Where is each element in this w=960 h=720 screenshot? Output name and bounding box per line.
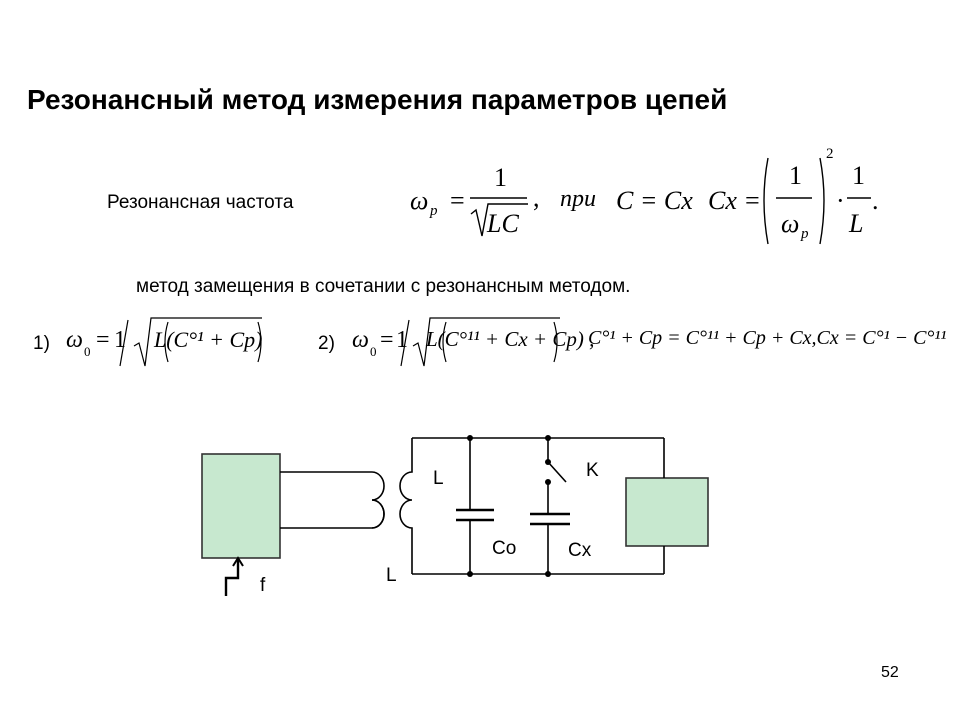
frequency-knob-arrowhead [232, 556, 244, 567]
inner-subscript-p: p [801, 226, 809, 242]
last-numerator-one: 1 [852, 161, 865, 190]
cx-eq: Cx = [708, 186, 761, 215]
paren-2-right [553, 321, 558, 363]
resonance-label: Резонансная частота [107, 192, 294, 213]
c-eq-cx: C = Cx [616, 186, 693, 215]
omega-symbol: ω [66, 327, 83, 353]
switch-contact-dot [545, 479, 551, 485]
inner-omega: ω [781, 209, 800, 238]
equals-sign: = [380, 327, 394, 353]
inner-numerator-one: 1 [789, 161, 802, 190]
junction-dot [467, 571, 473, 577]
method-text: метод замещения в сочетании с резонансны… [136, 276, 631, 297]
period: . [872, 186, 879, 215]
paren-2-left [442, 321, 447, 363]
coil-label-top: L [433, 468, 444, 489]
frequency-knob-arrow [224, 560, 240, 596]
slash-1 [119, 319, 129, 367]
subscript-p: p [430, 203, 438, 219]
radicand-2: L(C°¹¹ + Cx + Cp) , [426, 327, 595, 351]
paren-1-left [164, 321, 169, 363]
l-denominator: L [849, 209, 864, 238]
coil-label-bottom: L [386, 565, 397, 586]
junction-dots [467, 435, 551, 577]
dot-operator: · [836, 186, 845, 215]
item-2-label: 2) [318, 333, 335, 354]
right-paren [819, 157, 825, 245]
switch-contact-dot [545, 459, 551, 465]
capacitor-cx-label: Cx [568, 540, 592, 561]
omega-symbol: ω [352, 327, 369, 353]
page-title: Резонансный метод измерения параметров ц… [27, 84, 728, 115]
radical-2 [412, 317, 560, 367]
junction-dot [545, 571, 551, 577]
comma: , [533, 183, 540, 212]
secondary-winding [399, 438, 413, 574]
numerator-one: 1 [494, 163, 507, 192]
subscript-zero: 0 [84, 344, 91, 359]
radical-1 [133, 317, 262, 367]
frequency-label: f [260, 575, 266, 596]
formula-radicals [119, 317, 560, 367]
primary-winding-a [280, 471, 385, 529]
equals-sign: = [450, 186, 465, 215]
slash-2 [400, 319, 410, 367]
circuit [201, 437, 709, 596]
resonance-formula-lines [470, 157, 871, 245]
switch-blade [547, 461, 567, 483]
item-1-label: 1) [33, 333, 50, 354]
radical-sign [470, 203, 528, 237]
equals-sign: = [96, 327, 110, 353]
primary-winding-b [371, 499, 385, 529]
capacitor-co-label: Co [492, 538, 517, 559]
subscript-zero: 0 [370, 344, 377, 359]
meter-box [625, 477, 709, 547]
pri-word: при [560, 186, 596, 212]
exponent-two: 2 [826, 146, 834, 162]
generator-box [201, 453, 281, 559]
switch-label: K [586, 460, 599, 481]
junction-dot [545, 435, 551, 441]
left-paren [763, 157, 769, 245]
radicand-1: L(C°¹ + Cp) [154, 327, 263, 352]
lc-radicand: LC [487, 209, 519, 238]
paren-1-right [257, 321, 262, 363]
substitution-equation: C°¹ + Cp = C°¹¹ + Cp + Cx,Cx = C°¹ − C°¹… [588, 327, 947, 349]
omega-symbol: ω [410, 186, 429, 215]
page-number: 52 [881, 664, 899, 681]
junction-dot [467, 435, 473, 441]
